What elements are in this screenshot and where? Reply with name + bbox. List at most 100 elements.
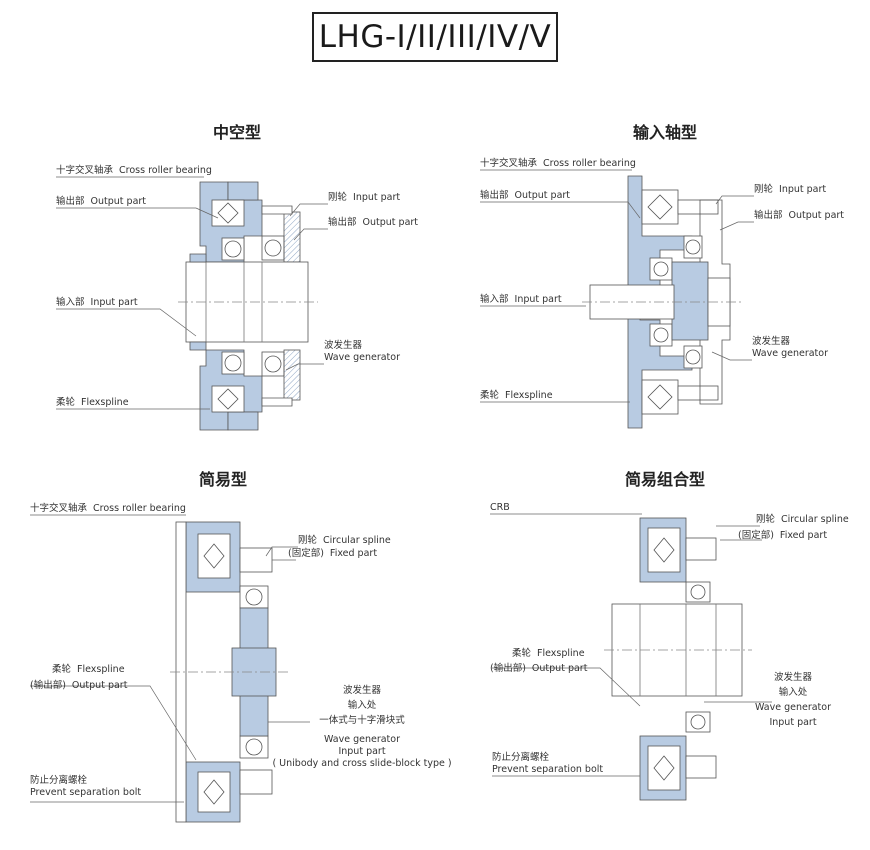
shaft-crb-label: 十字交叉轴承 Cross roller bearing [480,158,636,170]
simple-wave-en3: ( Unibody and cross slide-block type ) [272,758,452,769]
simple-wave-en2: Input part [338,746,386,757]
combo-fixed-label: (固定部) Fixed part [738,530,827,542]
combo-circular-spline-label: 刚轮 Circular spline [756,514,849,526]
shaft-input-left-en: Input part [514,294,562,305]
shaft-input-left-label: 输入部 Input part [480,294,562,306]
simple-fixed-en: Fixed part [329,548,378,559]
combo-bolt-cn: 防止分离螺栓 [492,752,550,763]
combo-flexout-label: (输出部) Output part [490,663,587,675]
shaft-output-left-label: 输出部 Output part [480,190,570,202]
simple-flexout-label: (输出部) Output part [30,680,127,692]
combo-fixed-cn: (固定部) [738,530,774,541]
hollow-input-left-cn: 输入部 [56,297,85,308]
hollow-wave-label: 波发生器 Wave generator [324,340,400,364]
heading-simple: 简易型 [198,470,248,489]
simple-flexout-cn: (输出部) [30,680,66,691]
shaft-input-right-en: Input part [779,184,827,195]
hollow-input-left-en: Input part [90,297,138,308]
combo-fixed-en: Fixed part [779,530,828,541]
title-box: LHG-I/II/III/IV/V [312,12,558,62]
combo-wave-en1: Wave generator [754,702,832,713]
shaft-out-right-en: Output part [788,210,845,221]
shaft-wave-en: Wave generator [752,348,829,359]
simple-bolt-cn: 防止分离螺栓 [30,775,88,786]
combo-wave-cn1: 波发生器 [773,672,813,683]
simple-circular-spline-label: 刚轮 Circular spline [298,535,391,547]
shaft-flex-en: Flexspline [505,390,553,401]
hollow-crb-cn: 十字交叉轴承 [56,165,114,176]
combo-drawing [604,517,752,801]
shaft-out-left-en: Output part [514,190,571,201]
hollow-crb-label: 十字交叉轴承 Cross roller bearing [56,165,212,177]
simple-crb-en: Cross roller bearing [93,503,186,514]
combo-wave-cn2: 输入处 [778,687,808,698]
shaft-flex-cn: 柔轮 [480,390,500,401]
simple-flexout-en: Output part [71,680,128,691]
simple-fixed-cn: (固定部) [288,548,324,559]
shaft-crb-en: Cross roller bearing [543,158,636,169]
combo-bolt-en: Prevent separation bolt [492,764,604,775]
combo-circ-cn: 刚轮 [756,514,776,525]
combo-wave-en2: Input part [769,717,817,728]
combo-flexout-cn: (输出部) [490,663,526,674]
hollow-out-right-cn: 输出部 [328,217,357,228]
shaft-output-right-label: 输出部 Output part [754,210,844,222]
heading-shaft: 输入轴型 [632,123,698,142]
simple-flex-en: Flexspline [77,664,125,675]
hollow-drawing [178,181,318,431]
simple-wave-label: 波发生器 输入处 一体式与十字滑块式 [319,683,405,728]
combo-flex-en: Flexspline [537,648,585,659]
combo-flex-label: 柔轮 Flexspline [512,648,585,660]
combo-wave-label: 波发生器 输入处 Wave generator Input part [755,670,831,730]
page-title: LHG-I/II/III/IV/V [318,19,552,55]
simple-wave-en1: Wave generator [323,734,401,745]
hollow-flex-label: 柔轮 Flexspline [56,397,129,409]
simple-wave-cn2: 输入处 [347,700,377,711]
simple-wave-cn1: 波发生器 [342,685,382,696]
shaft-wave-label: 波发生器 Wave generator [752,336,828,360]
shaft-crb-cn: 十字交叉轴承 [480,158,538,169]
simple-drawing [170,521,290,823]
simple-crb-cn: 十字交叉轴承 [30,503,88,514]
combo-circ-en: Circular spline [781,514,849,525]
simple-bolt-label: 防止分离螺栓 Prevent separation bolt [30,775,141,799]
simple-fixed-label: (固定部) Fixed part [288,548,377,560]
leader-lines [30,169,772,803]
simple-flex-label: 柔轮 Flexspline [52,664,125,676]
shaft-flex-label: 柔轮 Flexspline [480,390,553,402]
combo-crb-label: CRB [490,502,510,513]
shaft-out-right-cn: 输出部 [754,210,783,221]
hollow-input-right-label: 刚轮 Input part [328,192,400,204]
shaft-input-right-cn: 刚轮 [754,184,774,195]
hollow-input-left-label: 输入部 Input part [56,297,138,309]
shaft-input-right-label: 刚轮 Input part [754,184,826,196]
simple-flex-cn: 柔轮 [52,664,72,675]
hollow-output-right-label: 输出部 Output part [328,217,418,229]
heading-combo: 简易组合型 [624,470,706,489]
simple-wave-en-label: Wave generator Input part ( Unibody and … [272,734,451,770]
hollow-out-left-en: Output part [90,196,147,207]
shaft-wave-cn: 波发生器 [752,336,791,347]
hollow-flex-cn: 柔轮 [56,397,76,408]
simple-circ-en: Circular spline [323,535,391,546]
simple-crb-label: 十字交叉轴承 Cross roller bearing [30,503,186,515]
hollow-output-left-label: 输出部 Output part [56,196,146,208]
shaft-input-left-cn: 输入部 [480,294,509,305]
combo-bolt-label: 防止分离螺栓 Prevent separation bolt [492,752,603,776]
simple-bolt-en: Prevent separation bolt [30,787,142,798]
hollow-crb-en: Cross roller bearing [119,165,212,176]
combo-flexout-en: Output part [531,663,588,674]
simple-circ-cn: 刚轮 [298,535,318,546]
hollow-flex-en: Flexspline [81,397,129,408]
combo-flex-cn: 柔轮 [512,648,532,659]
hollow-input-right-en: Input part [353,192,401,203]
shaft-out-left-cn: 输出部 [480,190,509,201]
hollow-wave-cn: 波发生器 [324,340,363,351]
hollow-out-left-cn: 输出部 [56,196,85,207]
hollow-out-right-en: Output part [362,217,419,228]
hollow-wave-en: Wave generator [324,352,401,363]
hollow-input-right-cn: 刚轮 [328,192,348,203]
shaft-drawing [582,175,742,429]
simple-wave-cn3: 一体式与十字滑块式 [319,715,405,726]
